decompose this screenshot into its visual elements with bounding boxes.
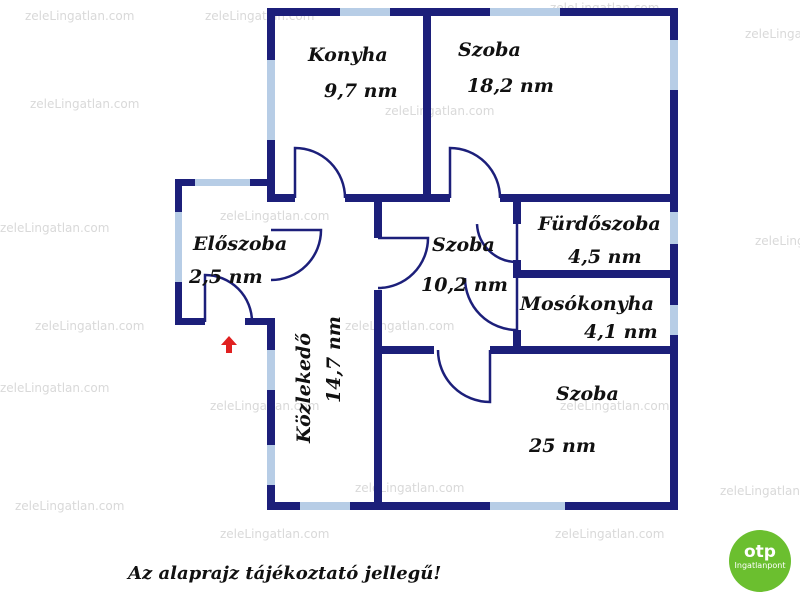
watermark: zeleLingatlan.com bbox=[220, 527, 329, 541]
wall bbox=[175, 318, 205, 325]
doors bbox=[203, 146, 519, 404]
room-area-mosokonyha: 4,1 nm bbox=[584, 321, 658, 343]
room-name-szoba-3: Szoba bbox=[556, 383, 619, 405]
door-swing bbox=[463, 277, 519, 332]
wall bbox=[490, 346, 678, 354]
walls bbox=[175, 8, 678, 510]
watermark: zeleLingatlan.com bbox=[720, 484, 800, 498]
wall bbox=[423, 8, 431, 200]
wall bbox=[267, 8, 678, 16]
wall bbox=[267, 502, 678, 510]
wall bbox=[500, 194, 678, 202]
disclaimer-note: Az alaprajz tájékoztató jellegű! bbox=[128, 563, 442, 584]
room-area-konyha: 9,7 nm bbox=[324, 80, 398, 102]
logo-subtitle: Ingatlanpont bbox=[734, 561, 786, 570]
room-area-szoba-3: 25 nm bbox=[528, 435, 596, 457]
wall bbox=[513, 260, 521, 276]
room-area-szoba-1: 18,2 nm bbox=[467, 75, 554, 97]
room-name-eloszoba: Előszoba bbox=[192, 233, 287, 255]
door-swing bbox=[377, 236, 430, 290]
watermark: zeleLingatlan.com bbox=[345, 319, 454, 333]
room-name-szoba-1: Szoba bbox=[458, 39, 521, 61]
window bbox=[670, 40, 678, 90]
room-area-furdoszoba: 4,5 nm bbox=[568, 246, 642, 268]
room-name-kozlekedo: Közlekedő bbox=[293, 333, 315, 444]
door-swing bbox=[203, 273, 254, 323]
window bbox=[490, 502, 565, 510]
window bbox=[670, 212, 678, 244]
window bbox=[267, 350, 275, 390]
watermark: zeleLingatlan.com bbox=[555, 527, 664, 541]
watermark: zeleLingatlan.com bbox=[560, 399, 669, 413]
window bbox=[195, 179, 250, 186]
window bbox=[300, 502, 350, 510]
window bbox=[175, 212, 182, 282]
room-name-furdoszoba: Fürdőszoba bbox=[537, 213, 661, 235]
door-swing bbox=[475, 223, 519, 264]
window bbox=[267, 60, 275, 140]
watermark: zeleLingatlan.com bbox=[25, 9, 134, 23]
watermark: zeleLingatlan.com bbox=[755, 234, 800, 248]
windows bbox=[175, 8, 678, 510]
watermarks: zeleLingatlan.com zeleLingatlan.com zele… bbox=[0, 1, 800, 541]
wall bbox=[374, 290, 382, 510]
watermark: zeleLingatlan.com bbox=[0, 381, 109, 395]
wall bbox=[670, 8, 678, 510]
wall bbox=[513, 330, 521, 352]
wall bbox=[513, 194, 521, 224]
room-name-szoba-2: Szoba bbox=[432, 234, 495, 256]
watermark: zeleLingatlan.com bbox=[35, 319, 144, 333]
entrance-arrow-icon bbox=[221, 336, 237, 353]
room-area-eloszoba: 2,5 nm bbox=[188, 266, 263, 288]
window bbox=[267, 445, 275, 485]
watermark: zeleLingatlan.com bbox=[385, 104, 494, 118]
window bbox=[490, 8, 560, 16]
watermark: zeleLingatlan.com bbox=[355, 481, 464, 495]
watermark: zeleLingatlan.com bbox=[15, 499, 124, 513]
wall bbox=[345, 194, 450, 202]
room-name-mosokonyha: Mosókonyha bbox=[519, 293, 654, 315]
watermark: zeleLingatlan.com bbox=[30, 97, 139, 111]
room-area-szoba-2: 10,2 nm bbox=[421, 274, 508, 296]
door-swing bbox=[293, 146, 347, 199]
otp-logo: otp Ingatlanpont bbox=[729, 530, 791, 592]
room-labels: Konyha 9,7 nm Szoba 18,2 nm Fürdőszoba 4… bbox=[188, 39, 661, 457]
wall bbox=[374, 346, 434, 354]
wall bbox=[267, 194, 295, 202]
watermark: zeleLingatlan.com bbox=[745, 27, 800, 41]
wall bbox=[245, 318, 275, 325]
wall bbox=[374, 194, 382, 238]
room-area-kozlekedo: 14,7 nm bbox=[323, 316, 345, 403]
window bbox=[340, 8, 390, 16]
watermark: zeleLingatlan.com bbox=[210, 399, 319, 413]
wall bbox=[267, 320, 275, 510]
door-swing bbox=[270, 228, 323, 282]
watermark: zeleLingatlan.com bbox=[0, 221, 109, 235]
window bbox=[670, 305, 678, 335]
door-swing bbox=[436, 349, 492, 404]
door-swing bbox=[448, 146, 502, 199]
wall bbox=[513, 270, 678, 278]
room-name-konyha: Konyha bbox=[307, 44, 388, 66]
watermark: zeleLingatlan.com bbox=[220, 209, 329, 223]
logo-brand: otp bbox=[744, 542, 776, 562]
